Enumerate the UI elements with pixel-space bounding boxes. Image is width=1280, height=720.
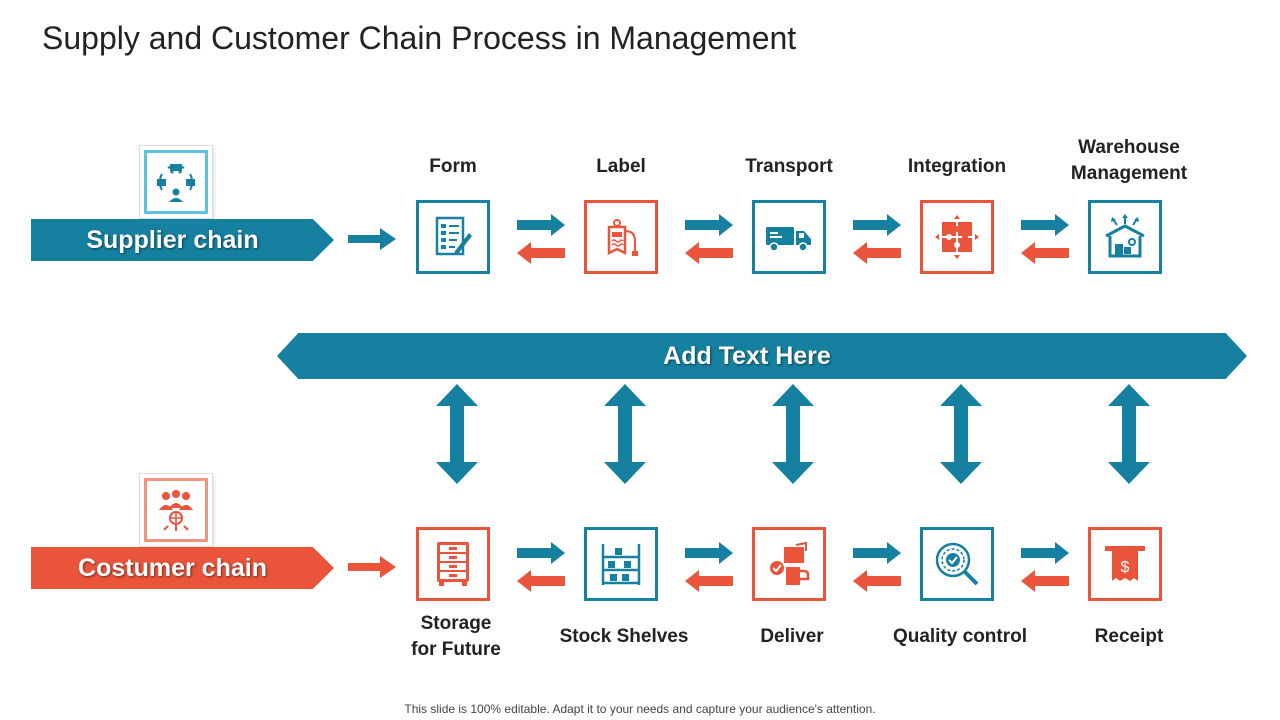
customer-connector-arrows-2 bbox=[685, 542, 733, 592]
customer-connector-arrows-1 bbox=[517, 542, 565, 592]
tag-label-icon bbox=[607, 219, 638, 256]
customer-chain-banner: Costumer chain bbox=[31, 547, 334, 589]
step-box-warehouse bbox=[1088, 200, 1162, 274]
customer-flow-arrow bbox=[348, 556, 396, 578]
step-label-quality-control: Quality control bbox=[892, 626, 1028, 647]
svg-text:$: $ bbox=[1121, 559, 1130, 576]
supplier-connector-arrows-1 bbox=[517, 214, 565, 264]
puzzle-icon bbox=[935, 215, 979, 259]
step-box-quality-control bbox=[920, 527, 994, 601]
customer-chain-icon-card bbox=[140, 474, 212, 546]
step-label-deliver: Deliver bbox=[760, 626, 824, 647]
step-label-storage-line1: Storage bbox=[420, 613, 492, 634]
supplier-chain-icon-card bbox=[140, 146, 212, 218]
step-label-warehouse-management: Warehouse Management bbox=[1049, 135, 1209, 187]
step-box-label bbox=[584, 200, 658, 274]
step-label-integration: Integration bbox=[907, 156, 1007, 177]
step-label-label: Label bbox=[596, 156, 646, 177]
customer-connector-arrows-3 bbox=[853, 542, 901, 592]
form-icon bbox=[435, 216, 472, 256]
storage-cabinet-icon bbox=[437, 542, 469, 586]
step-label-stock-shelves: Stock Shelves bbox=[559, 626, 689, 647]
step-label-warehouse-line1: Warehouse bbox=[1078, 137, 1180, 158]
supplier-chain-banner: Supplier chain bbox=[31, 219, 334, 261]
customer-chain-label: Costumer chain bbox=[78, 553, 267, 582]
footer-note: This slide is 100% editable. Adapt it to… bbox=[404, 702, 876, 716]
supplier-connector-arrows-3 bbox=[853, 214, 901, 264]
center-text-label: Add Text Here bbox=[663, 341, 831, 370]
page-title: Supply and Customer Chain Process in Man… bbox=[42, 20, 797, 56]
delivery-hand-icon bbox=[770, 541, 810, 585]
step-box-integration bbox=[920, 200, 994, 274]
step-label-transport: Transport bbox=[745, 156, 833, 177]
step-label-receipt: Receipt bbox=[1094, 626, 1164, 647]
step-box-receipt: $ bbox=[1088, 527, 1162, 601]
center-text-banner: Add Text Here bbox=[277, 333, 1247, 379]
customer-connector-arrows-4 bbox=[1021, 542, 1069, 592]
step-label-form: Form bbox=[429, 156, 477, 177]
vertical-double-arrow-3 bbox=[772, 384, 814, 484]
customer-network-icon bbox=[159, 490, 193, 531]
step-box-transport bbox=[752, 200, 826, 274]
shelves-icon bbox=[601, 544, 641, 585]
step-box-deliver bbox=[752, 527, 826, 601]
vertical-double-arrow-2 bbox=[604, 384, 646, 484]
step-label-storage-for-future: Storage for Future bbox=[376, 611, 536, 663]
vertical-double-arrow-4 bbox=[940, 384, 982, 484]
supply-cycle-icon bbox=[157, 164, 195, 202]
vertical-double-arrow-5 bbox=[1108, 384, 1150, 484]
supplier-connector-arrows-4 bbox=[1021, 214, 1069, 264]
step-box-stock-shelves bbox=[584, 527, 658, 601]
step-box-storage bbox=[416, 527, 490, 601]
vertical-double-arrow-1 bbox=[436, 384, 478, 484]
supplier-flow-arrow bbox=[348, 228, 396, 250]
step-label-warehouse-line2: Management bbox=[1070, 163, 1188, 184]
supplier-connector-arrows-2 bbox=[685, 214, 733, 264]
quality-search-icon bbox=[935, 542, 979, 586]
supplier-chain-label: Supplier chain bbox=[86, 225, 259, 254]
step-label-storage-line2: for Future bbox=[411, 639, 501, 660]
receipt-icon: $ bbox=[1105, 546, 1145, 581]
warehouse-icon bbox=[1105, 214, 1145, 258]
truck-icon bbox=[766, 227, 811, 252]
step-box-form bbox=[416, 200, 490, 274]
